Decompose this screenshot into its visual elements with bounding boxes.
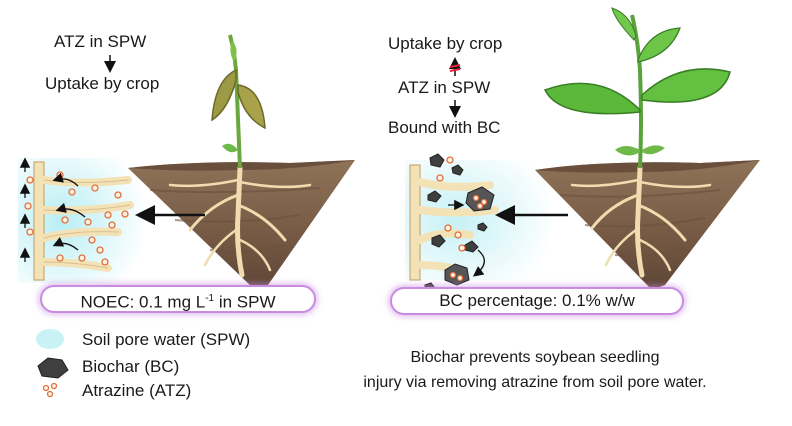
atrazine-dots-icon	[42, 382, 58, 398]
right-atrazine-dots	[436, 156, 488, 282]
noec-suffix: in SPW	[214, 292, 276, 312]
left-flow-uptake-by-crop: Uptake by crop	[45, 74, 160, 93]
right-roots	[570, 165, 712, 278]
water-blob-icon	[36, 329, 64, 349]
right-flow-uptake-by-crop: Uptake by crop	[388, 34, 503, 53]
left-stem-and-wilted-leaves	[211, 34, 266, 169]
legend-label-atrazine: Atrazine (ATZ)	[82, 381, 192, 400]
left-root-hair-structure	[33, 161, 134, 281]
noec-pill: NOEC: 0.1 mg L-1 in SPW	[40, 285, 316, 313]
right-stem-and-healthy-leaves	[543, 7, 731, 169]
right-binding-arrows	[448, 199, 485, 277]
noec-prefix: NOEC: 0.1 mg L	[80, 292, 206, 312]
bc-percentage-pill: BC percentage: 0.1% w/w	[390, 287, 684, 315]
right-pore-water	[405, 160, 550, 280]
left-roots	[168, 165, 312, 278]
caption-line-1: Biochar prevents soybean seedling	[410, 349, 660, 366]
right-blocked-up-arrow	[449, 57, 461, 76]
right-root-hair-structure	[409, 164, 499, 281]
right-flow-atz-in-spw: ATZ in SPW	[398, 78, 491, 97]
legend-label-spw: Soil pore water (SPW)	[82, 330, 251, 349]
legend-label-biochar: Biochar (BC)	[82, 357, 180, 376]
right-soil-cone	[535, 160, 760, 290]
biochar-rock-icon	[37, 357, 69, 379]
left-uptake-arrows	[19, 157, 86, 262]
caption-line-2: injury via removing atrazine from soil p…	[363, 374, 707, 391]
left-flow-atz-in-spw: ATZ in SPW	[54, 32, 147, 51]
left-atrazine-dots	[24, 171, 129, 266]
right-flow-bound-with-bc: Bound with BC	[388, 118, 501, 137]
noec-superscript: -1	[205, 293, 215, 304]
